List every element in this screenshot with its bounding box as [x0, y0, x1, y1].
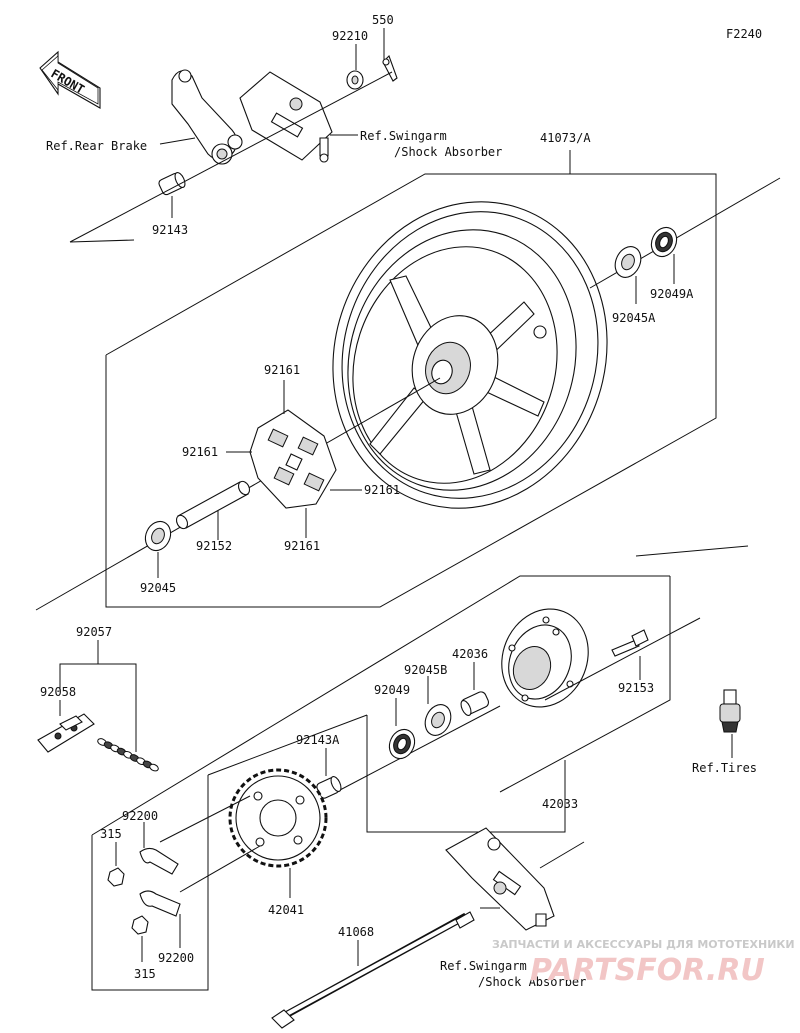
part-42036-collar: [460, 691, 490, 716]
label-92161-right: 92161: [364, 483, 400, 497]
label-92143: 92143: [152, 223, 188, 237]
part-92045A-bearing: [614, 246, 642, 278]
label-550: 550: [372, 13, 394, 27]
label-ref-swingarm-top-1: Ref.Swingarm: [360, 129, 447, 143]
label-92143A: 92143A: [296, 733, 340, 747]
part-92152-spacer: [175, 480, 251, 530]
watermark-logo: PARTSFOR.RU: [530, 953, 765, 988]
label-ref-tires: Ref.Tires: [692, 761, 757, 775]
label-315-top: 315: [100, 827, 122, 841]
watermark-tagline: ЗАПЧАСТИ И АКСЕССУАРЫ ДЛЯ МОТОТЕХНИКИ: [492, 938, 795, 951]
label-ref-swingarm-bottom-1: Ref.Swingarm: [440, 959, 527, 973]
label-92161-bottom: 92161: [284, 539, 320, 553]
front-arrow-icon: [39, 50, 101, 109]
swingarm-axle-block-top: [239, 71, 333, 163]
part-550-cotter-pin: [382, 55, 398, 82]
part-92049-seal: [388, 728, 416, 760]
rear-brake-bracket: [159, 69, 243, 165]
label-92153: 92153: [618, 681, 654, 695]
label-ref-swingarm-bottom-2: /Shock Absorber: [478, 975, 586, 989]
part-92058-master-link: [37, 713, 95, 753]
part-92200-plate-bottom: [139, 890, 181, 917]
label-92049: 92049: [374, 683, 410, 697]
part-315-nut-top: [107, 867, 125, 887]
label-92200-bottom: 92200: [158, 951, 194, 965]
part-92045B-bearing: [424, 704, 452, 736]
label-315-bottom: 315: [134, 967, 156, 981]
label-42036: 42036: [452, 647, 488, 661]
label-92045B: 92045B: [404, 663, 447, 677]
part-315-nut-bottom: [131, 915, 149, 935]
tire-valve-icon: [719, 689, 741, 733]
part-92049A-seal: [650, 226, 678, 258]
part-92210-collar: [346, 70, 364, 90]
label-92161-top: 92161: [264, 363, 300, 377]
label-92161-left: 92161: [182, 445, 218, 459]
label-ref-swingarm-top-2: /Shock Absorber: [394, 145, 502, 159]
part-41068-axle: [271, 911, 475, 1029]
part-92200-plate-top: [139, 847, 179, 875]
swingarm-axle-block-bottom: [445, 827, 585, 931]
part-92143A-collar: [316, 776, 342, 799]
label-92200-top: 92200: [122, 809, 158, 823]
part-92057-chain: [97, 738, 159, 772]
label-92058: 92058: [40, 685, 76, 699]
part-42041-sprocket: [228, 768, 328, 868]
label-92045A: 92045A: [612, 311, 656, 325]
label-41068: 41068: [338, 925, 374, 939]
label-42033: 42033: [542, 797, 578, 811]
label-92049A: 92049A: [650, 287, 694, 301]
part-92161-damper-set: [249, 409, 337, 509]
part-92143-collar: [158, 172, 186, 196]
part-92153-bolt: [611, 629, 649, 657]
label-42041: 42041: [268, 903, 304, 917]
part-92045-bearing: [144, 520, 172, 552]
part-42033-sprocket-hub: [501, 608, 589, 708]
label-92057: 92057: [76, 625, 112, 639]
label-92045: 92045: [140, 581, 176, 595]
figure-code: F2240: [726, 27, 762, 41]
label-92210: 92210: [332, 29, 368, 43]
label-41073: 41073/A: [540, 131, 591, 145]
label-92152: 92152: [196, 539, 232, 553]
chain-link: [149, 763, 159, 772]
label-ref-rear-brake: Ref.Rear Brake: [46, 139, 147, 153]
rear-wheel-41073: [332, 201, 608, 509]
